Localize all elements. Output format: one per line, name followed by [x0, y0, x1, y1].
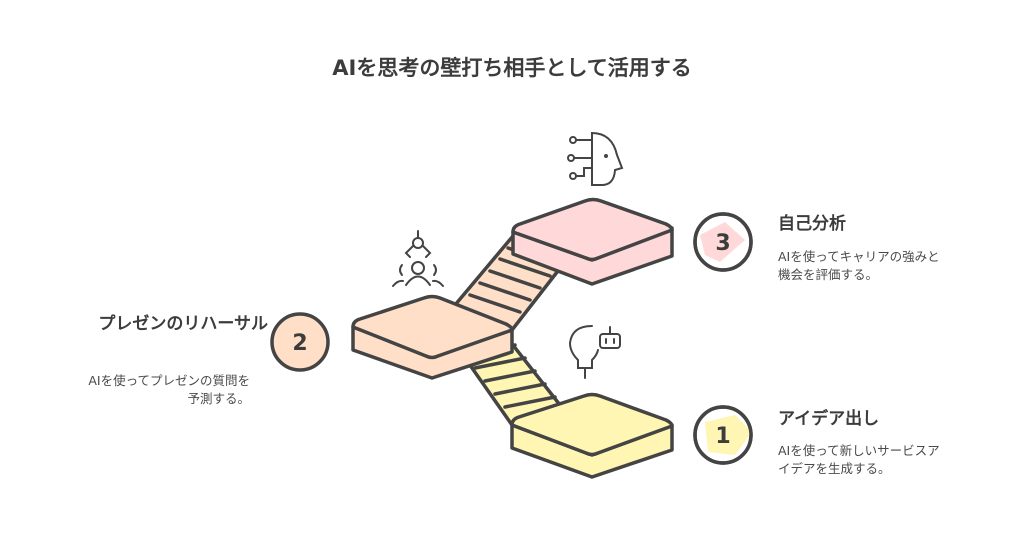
platform-2 [351, 294, 514, 380]
step-3-number: 3 [715, 231, 730, 256]
platform-1 [510, 392, 674, 479]
step-1-badge: 1 [693, 405, 753, 465]
step-2-badge: 2 [270, 312, 330, 372]
step-2-title: プレゼンのリハーサル [98, 314, 268, 334]
step-2-description: AIを使ってプレゼンの質問を予測する。 [88, 373, 250, 406]
ai-head-icon [567, 131, 624, 187]
step-1-number: 1 [715, 424, 730, 449]
step-1-title: アイデア出し [778, 409, 880, 429]
step-3-badge: 3 [693, 212, 753, 272]
step-2-number: 2 [292, 331, 307, 356]
platform-3 [511, 197, 674, 286]
lightbulb-robot-icon [568, 325, 621, 379]
diagram-title: AIを思考の壁打ち相手として活用する [332, 56, 692, 80]
step-3-description: AIを使ってキャリアの強みと機会を評価する。 [778, 249, 940, 282]
person-robot-arm-icon [392, 230, 444, 287]
step-3-title: 自己分析 [778, 214, 846, 234]
step-1-description: AIを使って新しいサービスアイデアを生成する。 [778, 443, 940, 476]
